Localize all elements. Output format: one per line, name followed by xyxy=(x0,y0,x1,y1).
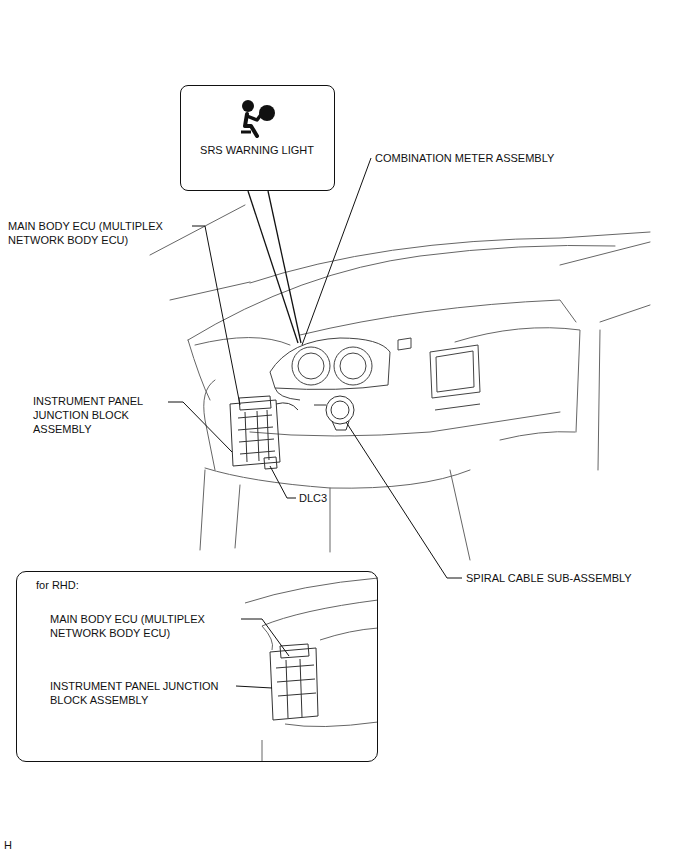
spiral-cable xyxy=(314,405,326,406)
center-display xyxy=(435,404,480,410)
junction-block xyxy=(238,415,275,454)
dashboard-outline xyxy=(188,340,210,400)
spiral-cable xyxy=(331,401,349,419)
rhd-inset-illustration xyxy=(245,578,378,762)
center-display xyxy=(436,351,474,392)
inset-heading: for RHD: xyxy=(36,578,136,592)
center-display xyxy=(430,345,480,398)
leader-line xyxy=(241,619,289,656)
rhd-junction-block xyxy=(286,659,302,718)
part-label: SRS WARNING LIGHT xyxy=(181,143,333,157)
rhd-inset-illustration xyxy=(245,578,378,603)
combination-meter xyxy=(275,388,300,400)
leader-line xyxy=(236,619,289,688)
combination-meter xyxy=(270,338,390,389)
junction-block xyxy=(245,410,269,462)
dashboard-outline xyxy=(500,432,575,440)
leader-line xyxy=(346,422,462,578)
junction-block xyxy=(230,400,280,466)
dashboard-outline xyxy=(170,282,250,300)
spiral-cable xyxy=(326,396,354,424)
rhd-junction-block xyxy=(276,665,316,696)
rhd-inset-illustration xyxy=(262,740,263,762)
rhd-junction-block xyxy=(270,644,318,720)
inset-box: for RHD: MAIN BODY ECU (MULTIPLEX NETWORK… xyxy=(16,571,378,762)
airbag-icon xyxy=(241,131,251,134)
dashboard-outline xyxy=(188,245,615,340)
part-label: INSTRUMENT PANEL JUNCTION BLOCK ASSEMBLY xyxy=(50,679,250,707)
leader-line xyxy=(168,158,462,578)
junction-block xyxy=(276,403,298,410)
leader-line xyxy=(270,466,296,498)
callout-tail xyxy=(248,191,301,343)
dashboard-outline xyxy=(600,305,650,322)
part-label: SPIRAL CABLE SUB-ASSEMBLY xyxy=(466,571,681,585)
leader-line xyxy=(192,226,240,405)
dashboard-outline xyxy=(330,488,331,552)
rhd-junction-block xyxy=(270,648,318,720)
leader-line xyxy=(168,402,232,452)
rhd-inset-illustration xyxy=(285,722,378,727)
part-label: MAIN BODY ECU (MULTIPLEX NETWORK BODY EC… xyxy=(8,219,193,247)
combination-meter xyxy=(340,353,366,379)
junction-block xyxy=(239,396,271,410)
dashboard-outline xyxy=(598,330,600,470)
airbag-icon xyxy=(237,98,277,138)
dashboard-outline xyxy=(200,470,205,550)
center-display xyxy=(398,338,480,410)
dashboard-outline xyxy=(250,232,650,283)
dashboard-outline xyxy=(560,242,650,265)
callout-box: SRS WARNING LIGHT xyxy=(180,85,335,191)
junction-block xyxy=(230,396,298,466)
center-display xyxy=(398,338,411,350)
rhd-inset-illustration xyxy=(262,626,273,650)
dashboard-outline xyxy=(195,338,290,346)
dashboard-outline xyxy=(205,468,470,488)
dashboard-outline xyxy=(150,205,650,560)
airbag-icon xyxy=(242,100,254,112)
leader-line xyxy=(236,686,272,688)
part-label: INSTRUMENT PANEL JUNCTION BLOCK ASSEMBLY xyxy=(33,394,158,436)
rhd-junction-block xyxy=(280,644,309,658)
dashboard-outline xyxy=(450,470,470,560)
part-label: MAIN BODY ECU (MULTIPLEX NETWORK BODY EC… xyxy=(50,612,240,640)
part-label: COMBINATION METER ASSEMBLY xyxy=(375,151,605,165)
rhd-inset-illustration xyxy=(320,628,378,640)
dashboard-outline xyxy=(150,205,245,255)
dashboard-outline xyxy=(235,485,240,548)
dashboard-outline xyxy=(300,300,576,335)
figure-code: H xyxy=(4,838,24,852)
dashboard-outline xyxy=(250,412,560,436)
airbag-icon xyxy=(259,105,275,121)
part-label: DLC3 xyxy=(299,491,359,505)
combination-meter xyxy=(292,347,330,385)
combination-meter xyxy=(298,353,324,379)
combination-meter xyxy=(334,347,372,385)
callout-tail xyxy=(268,191,301,343)
rhd-inset-illustration xyxy=(262,600,378,626)
combination-meter xyxy=(270,338,390,400)
